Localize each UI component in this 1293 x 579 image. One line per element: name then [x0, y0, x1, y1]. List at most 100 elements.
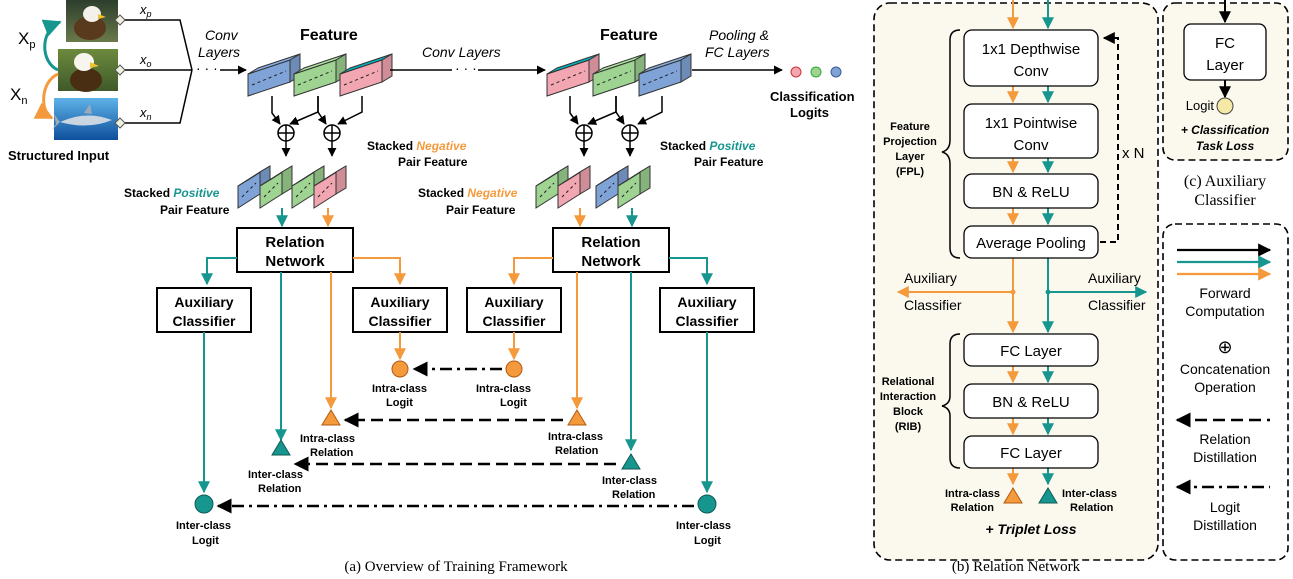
rib-label: Relational Interaction Block (RIB) [880, 376, 937, 433]
aux-left-label-1: Auxiliary [904, 270, 957, 286]
xp-label: Xp [18, 29, 35, 51]
intra-rel-label-2a: Intra-class [548, 431, 603, 443]
svg-text:1x1 Depthwise: 1x1 Depthwise [982, 41, 1080, 58]
intra-logit-left [391, 360, 409, 378]
average-pooling-box: Average Pooling [963, 225, 1099, 259]
inter-rel-label-2b: Relation [612, 489, 656, 501]
svg-text:FC Layer: FC Layer [1000, 445, 1062, 462]
feature-label-left: Feature [300, 27, 358, 44]
shark-image-n [52, 98, 118, 140]
legend-relation-2: Distillation [1193, 449, 1257, 465]
intra-rel-label-2b: Relation [555, 445, 599, 457]
conv-layers-label-1b: Layers [198, 44, 240, 60]
panel-a: Xp Xn xp xo xn Structured Input · · · Co… [8, 0, 855, 575]
conv-dots-2: · · · [455, 60, 477, 76]
feature-blocks-right [546, 53, 692, 97]
intra-logit-right [505, 360, 523, 378]
stacked-positive-right-green [617, 165, 651, 209]
svg-text:BN & ReLU: BN & ReLU [992, 394, 1070, 411]
relation-network-left: Relation Network [236, 227, 354, 273]
aux-right-label-2: Classifier [1088, 297, 1146, 313]
intra-rel-label-1b: Relation [310, 447, 354, 459]
feature-block-green-right [592, 53, 646, 97]
xn-arc [33, 72, 59, 120]
svg-text:FC Layer: FC Layer [1000, 343, 1062, 360]
task-loss-2: Task Loss [1196, 139, 1255, 153]
stacked-positive-left-label-2: Pair Feature [160, 203, 230, 217]
classification-logits-label-1: Classification [770, 89, 855, 104]
inter-rel-b-1: Inter-class [1062, 488, 1117, 500]
svg-text:Network: Network [265, 253, 325, 270]
img-label-o: xo [139, 52, 152, 69]
fc-c-2: Layer [1206, 57, 1244, 74]
svg-text:Auxiliary: Auxiliary [677, 294, 736, 310]
xp-arc [41, 19, 62, 72]
legend: Forward Computation ⊕ Concatenation Oper… [1162, 223, 1289, 561]
aux-right-label-1: Auxiliary [1088, 270, 1141, 286]
svg-text:Classifier: Classifier [172, 313, 236, 329]
intra-relation-left [321, 409, 341, 426]
classification-logits-label-2: Logits [790, 105, 829, 120]
svg-text:Relation: Relation [265, 234, 324, 251]
fpl-brace [941, 29, 961, 259]
svg-text:Network: Network [581, 253, 641, 270]
panel-c: FC Layer Logit + Classification Task Los… [1162, 0, 1289, 209]
aux-classifier-a2: Auxiliary Classifier [352, 287, 448, 333]
stacked-negative-top-label-2: Pair Feature [398, 155, 468, 169]
task-loss-1: + Classification [1181, 123, 1269, 137]
svg-text:Classifier: Classifier [368, 313, 432, 329]
inter-relation-b [1038, 487, 1058, 504]
pointwise-conv-box: 1x1 Pointwise Conv [963, 103, 1099, 159]
logit-circle-c [1216, 97, 1234, 115]
conv-layers-label-1a: Conv [205, 27, 239, 43]
feature-block-blue-right [638, 53, 692, 97]
aux-classifier-a1: Auxiliary Classifier [156, 287, 252, 333]
inter-rel-b-2: Relation [1070, 502, 1114, 514]
feature-label-right: Feature [600, 27, 658, 44]
inter-rel-label-1a: Inter-class [248, 469, 303, 481]
pooling-label-1: Pooling & [709, 27, 769, 43]
bn-relu-box-2: BN & ReLU [963, 383, 1099, 419]
feature-block-pink-right [546, 53, 600, 97]
caption-a: (a) Overview of Training Framework [344, 559, 568, 575]
inter-relation-right [621, 453, 641, 470]
feature-block-blue-left [247, 53, 301, 97]
inter-logit-label-2a: Inter-class [676, 520, 731, 532]
eagle-image-o [58, 49, 118, 92]
svg-text:Block: Block [893, 406, 924, 418]
svg-text:1x1 Pointwise: 1x1 Pointwise [985, 115, 1078, 132]
depthwise-conv-box: 1x1 Depthwise Conv [963, 29, 1099, 87]
legend-concat-1: Concatenation [1180, 361, 1270, 377]
logit-dot-pink [790, 66, 802, 78]
inter-logit-left [194, 494, 214, 514]
stacked-negative-right-pink [557, 165, 591, 209]
svg-text:BN & ReLU: BN & ReLU [992, 184, 1070, 201]
legend-concat-2: Operation [1194, 379, 1255, 395]
img-label-n: xn [139, 105, 152, 122]
intra-logit-label-2a: Intra-class [476, 383, 531, 395]
inter-logit-label-1a: Inter-class [176, 520, 231, 532]
stacked-positive-right-label-2: Pair Feature [694, 155, 764, 169]
caption-c-2: Classifier [1194, 192, 1256, 209]
aux-classifier-a4: Auxiliary Classifier [659, 287, 755, 333]
svg-text:Conv: Conv [1013, 137, 1049, 154]
fpl-label: Feature Projection Layer (FPL) [883, 121, 937, 178]
svg-text:Classifier: Classifier [482, 313, 546, 329]
feature-blocks-left [247, 53, 393, 97]
svg-text:Relational: Relational [882, 376, 935, 388]
repeat-loop [1100, 32, 1119, 243]
fc-layer-box-1: FC Layer [963, 333, 1099, 367]
stacked-negative-top-label: Stacked Negative [367, 139, 467, 153]
aux-left-label-2: Classifier [904, 297, 962, 313]
relation-network-right: Relation Network [552, 227, 670, 273]
legend-logit-1: Logit [1210, 499, 1240, 515]
intra-rel-label-1a: Intra-class [300, 433, 355, 445]
stacked-positive-left-label: Stacked Positive [124, 186, 220, 200]
input-merge-lines [125, 19, 193, 124]
stacked-negative-bottom-label: Stacked Negative [418, 186, 518, 200]
flow-lines-a [198, 257, 713, 494]
stacked-pair-features-left [237, 165, 347, 209]
intra-logit-label-1a: Intra-class [372, 383, 427, 395]
svg-text:Auxiliary: Auxiliary [174, 294, 233, 310]
legend-forward-1: Forward [1199, 285, 1250, 301]
